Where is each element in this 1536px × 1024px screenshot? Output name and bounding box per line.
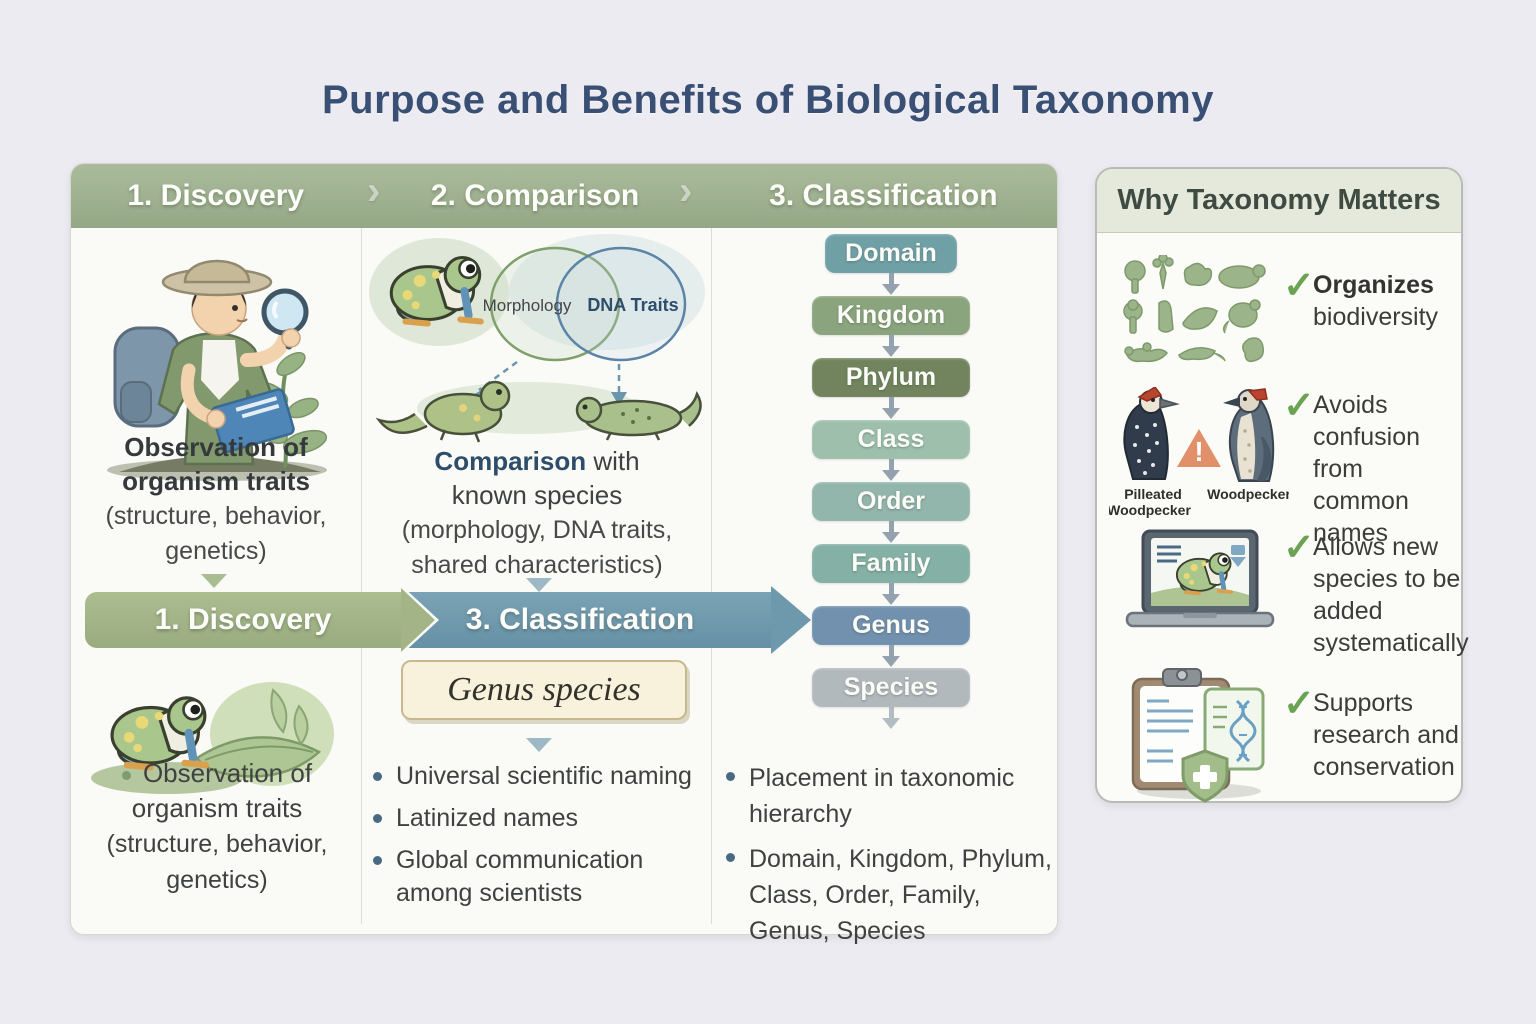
benefit-text-rest: biodiversity xyxy=(1313,303,1439,331)
bullet-dot xyxy=(373,814,382,823)
discovery-caption-paren2: genetics) xyxy=(165,537,267,565)
bullet-dot xyxy=(726,772,735,781)
taxonomic-hierarchy: Domain Kingdom Phylum Class Order Family… xyxy=(809,234,973,730)
discovery-bottom-paren1: (structure, behavior, xyxy=(106,830,328,858)
benefit-text-strong: Organizes xyxy=(1313,271,1434,299)
discovery-bottom-line2: organism traits xyxy=(131,793,303,823)
checkmark-icon: ✓ xyxy=(1283,385,1315,427)
bullet-dot xyxy=(726,853,735,862)
benefit-row-new-species: ✓ Allows new species to be added systema… xyxy=(1097,521,1469,661)
naming-bullet-list: Universal scientific naming Latinized na… xyxy=(373,760,709,910)
classification-banner-arrow: 3. Classification xyxy=(389,586,811,654)
classification-bullet-2: Domain, Kingdom, Phylum, Class, Order, F… xyxy=(749,845,1052,945)
column-divider xyxy=(711,228,712,924)
down-triangle-icon xyxy=(201,574,227,588)
benefit-text-common-names: Avoids confusion from common names xyxy=(1313,391,1421,547)
down-arrow-icon xyxy=(882,521,900,544)
warning-exclamation-glyph: ! xyxy=(1194,436,1203,467)
clipboard-shield-icon xyxy=(1131,668,1265,803)
benefit-text-research: Supports research and conservation xyxy=(1313,689,1459,781)
list-item: Global communication among scientists xyxy=(373,844,709,910)
discovery-caption: Observation of organism traits (structur… xyxy=(73,430,359,568)
venn-morphology-label: Morphology xyxy=(483,296,572,315)
list-item: Latinized names xyxy=(373,802,709,835)
down-arrow-icon xyxy=(882,707,900,730)
hierarchy-box-family: Family xyxy=(812,544,970,583)
frog-leaf-illustration xyxy=(91,682,334,794)
biodiversity-grid-icon xyxy=(1123,255,1266,363)
naming-bullet-3: Global communication among scientists xyxy=(396,846,644,907)
hierarchy-box-class: Class xyxy=(812,420,970,459)
step-discovery-header: 1. Discovery xyxy=(127,179,305,212)
field-researcher-illustration xyxy=(107,259,328,481)
comparison-caption-strong: Comparison xyxy=(434,446,587,476)
hierarchy-box-kingdom: Kingdom xyxy=(812,296,970,335)
chevron-right-icon: › xyxy=(679,169,693,213)
woodpeckers-warning-icon: ! Pilleated Woodpecker Woodpecker xyxy=(1109,387,1289,518)
bird1-label-line2: Woodpecker xyxy=(1109,502,1191,518)
page-title: Purpose and Benefits of Biological Taxon… xyxy=(322,78,1214,122)
down-arrow-icon xyxy=(882,273,900,296)
down-arrow-icon xyxy=(882,397,900,420)
hierarchy-box-species: Species xyxy=(812,668,970,707)
hierarchy-box-domain: Domain xyxy=(825,234,957,273)
benefit-row-research: ✓ Supports research and conservation xyxy=(1097,661,1461,803)
benefit-text-new-species: Allows new species to be added systemati… xyxy=(1313,533,1469,657)
column-divider xyxy=(361,228,362,924)
discovery-bottom-paren2: genetics) xyxy=(166,866,268,894)
comparison-caption-line2: known species xyxy=(451,480,623,510)
bullet-dot xyxy=(121,770,131,780)
bullet-dot xyxy=(373,856,382,865)
binomial-name-label: Genus species xyxy=(447,671,641,708)
list-item: Domain, Kingdom, Phylum, Class, Order, F… xyxy=(726,841,1056,949)
bullet-dot xyxy=(373,772,382,781)
classification-bullet-1: Placement in taxonomic hierarchy xyxy=(749,764,1015,828)
naming-bullet-1: Universal scientific naming xyxy=(396,762,692,790)
checkmark-icon: ✓ xyxy=(1283,265,1315,307)
discovery-caption-line1: Observation of xyxy=(124,432,308,462)
checkmark-icon: ✓ xyxy=(1283,527,1315,569)
down-triangle-icon xyxy=(526,578,552,592)
benefit-text-organizes: Organizes biodiversity xyxy=(1313,269,1453,333)
hierarchy-box-phylum: Phylum xyxy=(812,358,970,397)
discovery-caption-line2: organism traits xyxy=(122,466,310,496)
benefits-panel: Why Taxonomy Matters ✓ xyxy=(1095,167,1469,803)
comparison-caption-after: with xyxy=(586,446,640,476)
process-panel: 1. Discovery 2. Comparison 3. Classifica… xyxy=(70,163,1058,945)
classification-bullet-list: Placement in taxonomic hierarchy Domain,… xyxy=(726,760,1056,949)
discovery-banner-label: 1. Discovery xyxy=(154,603,332,636)
laptop-frog-icon xyxy=(1125,529,1275,628)
list-item: Universal scientific naming xyxy=(373,760,709,793)
down-arrow-icon xyxy=(882,583,900,606)
bird1-label-line1: Pilleated xyxy=(1124,486,1182,502)
process-header: 1. Discovery 2. Comparison 3. Classifica… xyxy=(71,164,1057,228)
down-triangle-icon xyxy=(526,738,552,752)
comparison-caption-paren1: (morphology, DNA traits, xyxy=(401,516,673,544)
hierarchy-box-genus: Genus xyxy=(812,606,970,645)
classification-banner-label: 3. Classification xyxy=(465,603,695,636)
hierarchy-box-order: Order xyxy=(812,482,970,521)
comparison-caption: Comparison with known species (morpholog… xyxy=(367,444,707,582)
binomial-name-box: Genus species xyxy=(401,660,687,720)
chevron-right-icon: › xyxy=(367,169,381,213)
benefit-row-common-names: ! Pilleated Woodpecker Woodpecker ✓ Avoi… xyxy=(1097,385,1461,547)
discovery-caption-paren1: (structure, behavior, xyxy=(105,502,327,530)
benefit-row-biodiversity: ✓ Organizes biodiversity xyxy=(1097,253,1461,385)
discovery-bottom-line1: Observation of xyxy=(142,758,313,788)
discovery-banner-arrow: 1. Discovery xyxy=(85,585,439,655)
step-comparison-header: 2. Comparison xyxy=(430,179,640,212)
benefits-panel-title: Why Taxonomy Matters xyxy=(1097,169,1461,233)
down-arrow-icon xyxy=(882,459,900,482)
comparison-caption-paren2: shared characteristics) xyxy=(411,551,663,579)
list-item: Placement in taxonomic hierarchy xyxy=(726,760,1056,832)
bird2-label: Woodpecker xyxy=(1207,486,1289,502)
down-arrow-icon xyxy=(882,645,900,668)
down-arrow-icon xyxy=(882,335,900,358)
naming-bullet-2: Latinized names xyxy=(396,804,579,832)
step-classification-header: 3. Classification xyxy=(769,179,998,212)
venn-dna-traits-label: DNA Traits xyxy=(587,295,678,315)
checkmark-icon: ✓ xyxy=(1283,683,1315,725)
discovery-bottom-note: Observation of organism traits (structur… xyxy=(77,756,357,898)
comparison-venn-illustration: Morphology DNA Traits xyxy=(369,234,705,443)
